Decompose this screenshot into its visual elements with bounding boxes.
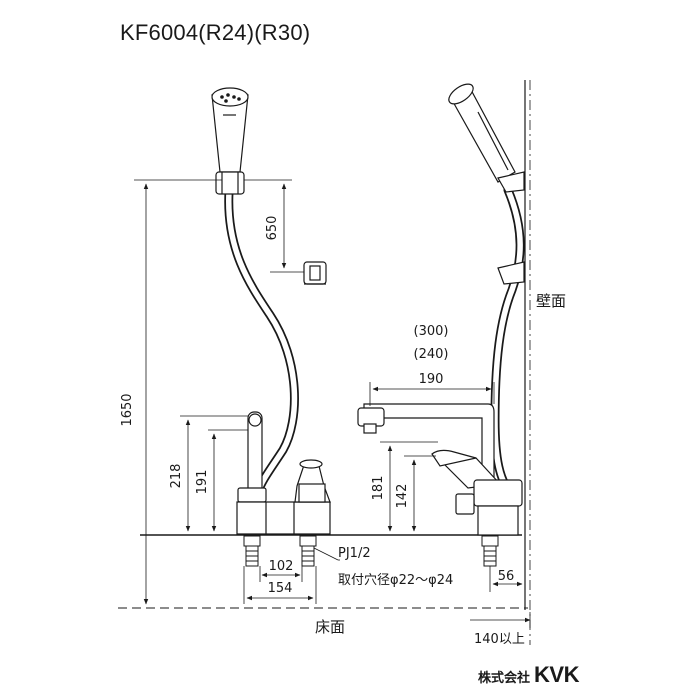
dim-190: 190 — [419, 372, 444, 387]
dim-154: 154 — [268, 581, 293, 596]
floor-label: 床面 — [315, 618, 345, 636]
model-title: KF6004(R24)(R30) — [120, 20, 311, 45]
dim-102: 102 — [269, 559, 294, 574]
right-shower-head — [448, 83, 516, 183]
dim-56: 56 — [498, 569, 515, 584]
dim-1650: 1650 — [120, 393, 135, 426]
dim-181: 181 — [371, 476, 386, 501]
dim-218: 218 — [169, 464, 184, 489]
left-shanks — [243, 535, 317, 567]
reference-lines — [118, 80, 531, 645]
left-hose — [224, 187, 299, 497]
left-faucet-body — [236, 411, 331, 535]
wall-label: 壁面 — [536, 292, 566, 310]
dim-142: 142 — [395, 484, 410, 509]
dim-300: (300) — [414, 324, 449, 339]
brand-logo: 株式会社 KVK — [478, 662, 579, 688]
right-shank — [481, 535, 499, 567]
thread-label: PJ1/2 — [338, 546, 371, 561]
dim-140: 140以上 — [474, 632, 525, 647]
mount-hole-label: 取付穴径φ22～φ24 — [338, 573, 453, 588]
hook-bracket — [303, 261, 327, 285]
company-name: 株式会社 — [478, 671, 531, 686]
dimension-lines — [134, 179, 531, 628]
right-hose — [490, 185, 525, 497]
dim-240: (240) — [414, 347, 449, 362]
left-shower-head — [211, 87, 249, 195]
brand-mark: KVK — [534, 662, 579, 687]
right-faucet-body — [357, 403, 523, 536]
wall-hooks — [497, 171, 525, 285]
dim-650: 650 — [265, 216, 280, 241]
dim-191: 191 — [195, 470, 210, 495]
